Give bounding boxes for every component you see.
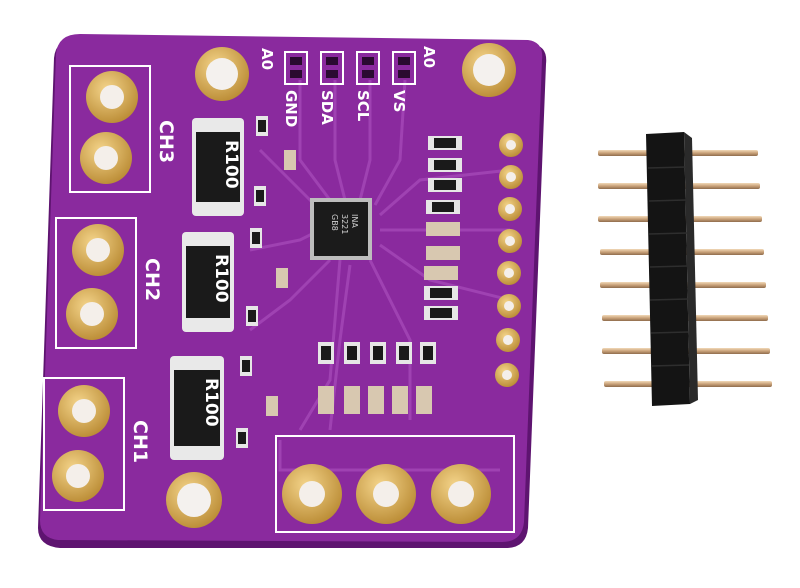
terminal-ch1: CH1 <box>43 377 151 511</box>
label-a0-right: A0 <box>420 46 438 68</box>
pin-header-strip <box>598 132 772 406</box>
mounting-holes <box>166 43 516 528</box>
i2c-header-pads: A0 A0 GND SDA SCL VS <box>258 46 438 127</box>
smd-resistors-right <box>424 136 462 320</box>
chip-marking-2: 3221 <box>340 214 349 234</box>
right-pin-pads <box>495 133 523 387</box>
label-a0-left: A0 <box>258 48 276 70</box>
label-ch1: CH1 <box>129 420 151 463</box>
resistor-1-marking: R100 <box>221 140 241 189</box>
ina3221-chip: INA 3221 GB8 <box>310 198 372 260</box>
label-ch2: CH2 <box>141 258 163 301</box>
terminal-bottom <box>275 435 515 533</box>
smd-caps-left <box>236 116 296 448</box>
shunt-resistor-3: R100 <box>170 356 224 460</box>
resistor-3-marking: R100 <box>201 378 221 427</box>
smd-array-bottom <box>318 342 436 414</box>
terminal-ch2: CH2 <box>55 217 163 349</box>
chip-marking-3: GB8 <box>330 214 339 231</box>
chip-marking-1: INA <box>350 214 359 228</box>
shunt-resistor-2: R100 <box>182 232 234 332</box>
pcb-board: CH3 CH2 CH1 R100 R10 <box>38 34 547 548</box>
resistor-2-marking: R100 <box>211 254 231 303</box>
shunt-resistor-1: R100 <box>192 118 244 216</box>
terminal-ch3: CH3 <box>69 65 177 193</box>
label-vs: VS <box>390 90 408 112</box>
label-ch3: CH3 <box>155 120 177 163</box>
label-scl: SCL <box>354 90 372 122</box>
label-sda: SDA <box>318 90 336 125</box>
label-gnd: GND <box>282 90 300 127</box>
